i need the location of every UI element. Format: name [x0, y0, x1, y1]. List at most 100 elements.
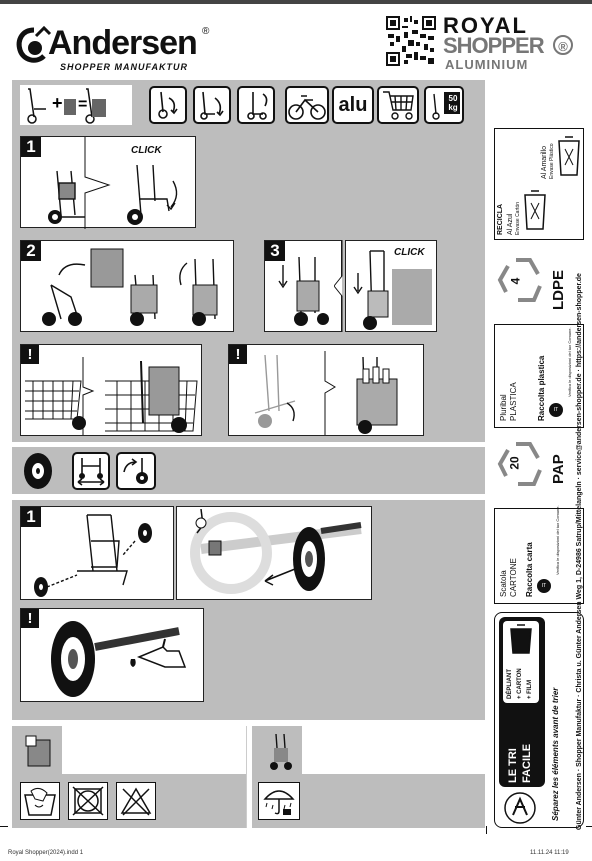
brand-name: Andersen — [48, 24, 198, 62]
scatola-label: Scatola — [499, 570, 508, 597]
step-3-badge: 3 — [265, 241, 285, 261]
handle-click-illustration — [353, 250, 432, 330]
wheel-detach-illustration — [34, 514, 152, 597]
raccolta-plastica-label: Raccolta plastica — [537, 355, 546, 421]
keep-dry-umbrella-icon — [258, 782, 300, 820]
no-tumble-dry-icon — [68, 782, 108, 820]
recycling-it-plastic-box: Pluribal PLASTICA Raccolta plastica IT V… — [494, 324, 584, 428]
wheel-icon — [20, 452, 56, 490]
pap-code: 20 — [507, 456, 522, 470]
bag-icon — [25, 735, 51, 767]
bin-yellow-icon — [558, 136, 580, 176]
no-bleach-icon — [116, 782, 156, 820]
verifica-plastic: Verifica le disposizioni del tuo Comune. — [567, 327, 572, 397]
crop-mark-left — [0, 826, 8, 827]
facile-label: FACILE — [521, 743, 533, 783]
separez-label: Séparez les éléments avant de trier — [551, 687, 560, 821]
shopping-trolley-icon — [377, 86, 419, 124]
royal-shopper-logo: ROYAL SHOPPER ® ALUMINIUM — [443, 13, 579, 73]
film-label: + FILM — [527, 679, 533, 699]
qr-code[interactable] — [386, 16, 436, 66]
fold-handle-illustration — [278, 256, 329, 326]
product-line-aluminium: ALUMINIUM — [445, 57, 529, 72]
ldpe-code: 4 — [508, 277, 523, 285]
fold-bottles-illustration — [254, 351, 398, 435]
wheel-remove-icon — [116, 452, 156, 490]
logo-swirl-icon — [16, 26, 52, 63]
warning-badge-3: ! — [21, 609, 39, 628]
plastica-label: PLASTICA — [509, 382, 518, 421]
carton-label: + CARTON — [517, 668, 523, 699]
envase-plastico-label: Envase Plástico — [549, 143, 555, 179]
recycling-es-box: RECICLA Al Azul Envase Cartón Al Amarill… — [494, 128, 584, 240]
wheel-width-icon — [72, 452, 110, 490]
pap-label: PAP — [550, 454, 567, 484]
warning-badge-2: ! — [229, 345, 247, 364]
ldpe-label: LDPE — [550, 269, 567, 310]
tilt-cart-icon — [193, 86, 231, 124]
wheel-oil-panel: ! — [20, 608, 204, 702]
frame-plus-bag-diagram: + = — [20, 85, 132, 125]
step-1-badge: 1 — [21, 137, 41, 157]
depliant-label: DÉPLIANT — [507, 669, 513, 699]
step-1-panel: 1 CLICK — [20, 136, 196, 229]
product-line-royal: ROYAL — [443, 13, 528, 38]
footer-filename: Royal Shopper(2024).indd 1 — [8, 850, 84, 856]
footer-date: 11.11.24 11:19 — [530, 850, 569, 856]
click-label-step3: CLICK — [394, 247, 425, 258]
cart-seat-illustration — [48, 170, 85, 224]
crop-mark-right — [586, 826, 592, 827]
svg-text:=: = — [78, 96, 87, 113]
click-label-step1: CLICK — [131, 145, 162, 156]
product-line-shopper: SHOPPER — [443, 33, 545, 58]
step-2-panel: 2 — [20, 240, 234, 332]
step-3-panel-a: 3 — [264, 240, 342, 332]
it-badge-carton: IT — [537, 579, 551, 593]
stair-climb-icon — [149, 86, 187, 124]
warning-fold-panel: ! — [228, 344, 424, 436]
fold-cart-icon — [237, 86, 275, 124]
verifica-carton: Verifica le disposizioni del tuo Comune. — [555, 505, 560, 575]
crop-mark-bottom — [486, 826, 487, 834]
recicla-label: RECICLA — [497, 203, 504, 235]
svg-text:+: + — [52, 93, 63, 113]
warning-trolley-panel: ! — [20, 344, 202, 436]
axle-button-illustration — [190, 509, 362, 594]
le-tri-label: LE TRI — [507, 748, 519, 783]
recycling-it-carton-box: Scatola CARTONE Raccolta carta IT Verifi… — [494, 505, 584, 604]
attach-bag-illustration — [42, 248, 218, 326]
bin-blue-icon — [524, 190, 546, 230]
bag-care-section — [12, 726, 247, 828]
frame-fold-icon — [270, 733, 292, 770]
company-info-line: Günter Andersen · Shopper Manufaktur · C… — [576, 273, 592, 837]
company-info-text: Günter Andersen · Shopper Manufaktur · C… — [576, 273, 583, 830]
triman-box: LE TRI FACILE DÉPLIANT + CARTON + FILM S… — [494, 612, 584, 828]
seat-click-illustration — [127, 164, 178, 225]
ldpe-recycle-icon — [497, 258, 542, 302]
alu-material-icon: alu — [332, 86, 374, 124]
sorting-bin-icon — [510, 624, 532, 654]
bike-attach-icon — [285, 86, 329, 124]
recycling-sidebar: RECICLA Al Azul Envase Cartón Al Amarill… — [494, 128, 584, 828]
pap-recycle-icon — [497, 442, 542, 486]
step-3-panel-b: CLICK — [345, 240, 437, 332]
max-load-icon: 50 kg — [424, 86, 464, 124]
pluribal-label: Pluribal — [499, 394, 508, 421]
registered-icon: ® — [553, 35, 573, 55]
it-badge-plastic: IT — [549, 403, 563, 417]
al-azul-label: Al Azul — [507, 213, 514, 235]
top-bar — [0, 0, 592, 4]
brand-reg-mark: ® — [202, 26, 210, 37]
andersen-logo: Andersen ® SHOPPER MANUFAKTUR — [14, 24, 224, 74]
step-2-badge: 2 — [21, 241, 41, 261]
trolley-hook-illustration — [25, 357, 198, 435]
cartone-label: CARTONE — [509, 558, 518, 597]
frame-care-section — [252, 726, 485, 828]
wheel-step-1-badge: 1 — [21, 507, 41, 527]
warning-badge-1: ! — [21, 345, 39, 364]
hand-wash-icon — [20, 782, 60, 820]
envase-carton-label: Envase Cartón — [515, 201, 521, 235]
brand-tagline: SHOPPER MANUFAKTUR — [60, 62, 189, 72]
wheel-axle-panel — [176, 506, 372, 600]
wheel-step-1-panel: 1 — [20, 506, 174, 600]
